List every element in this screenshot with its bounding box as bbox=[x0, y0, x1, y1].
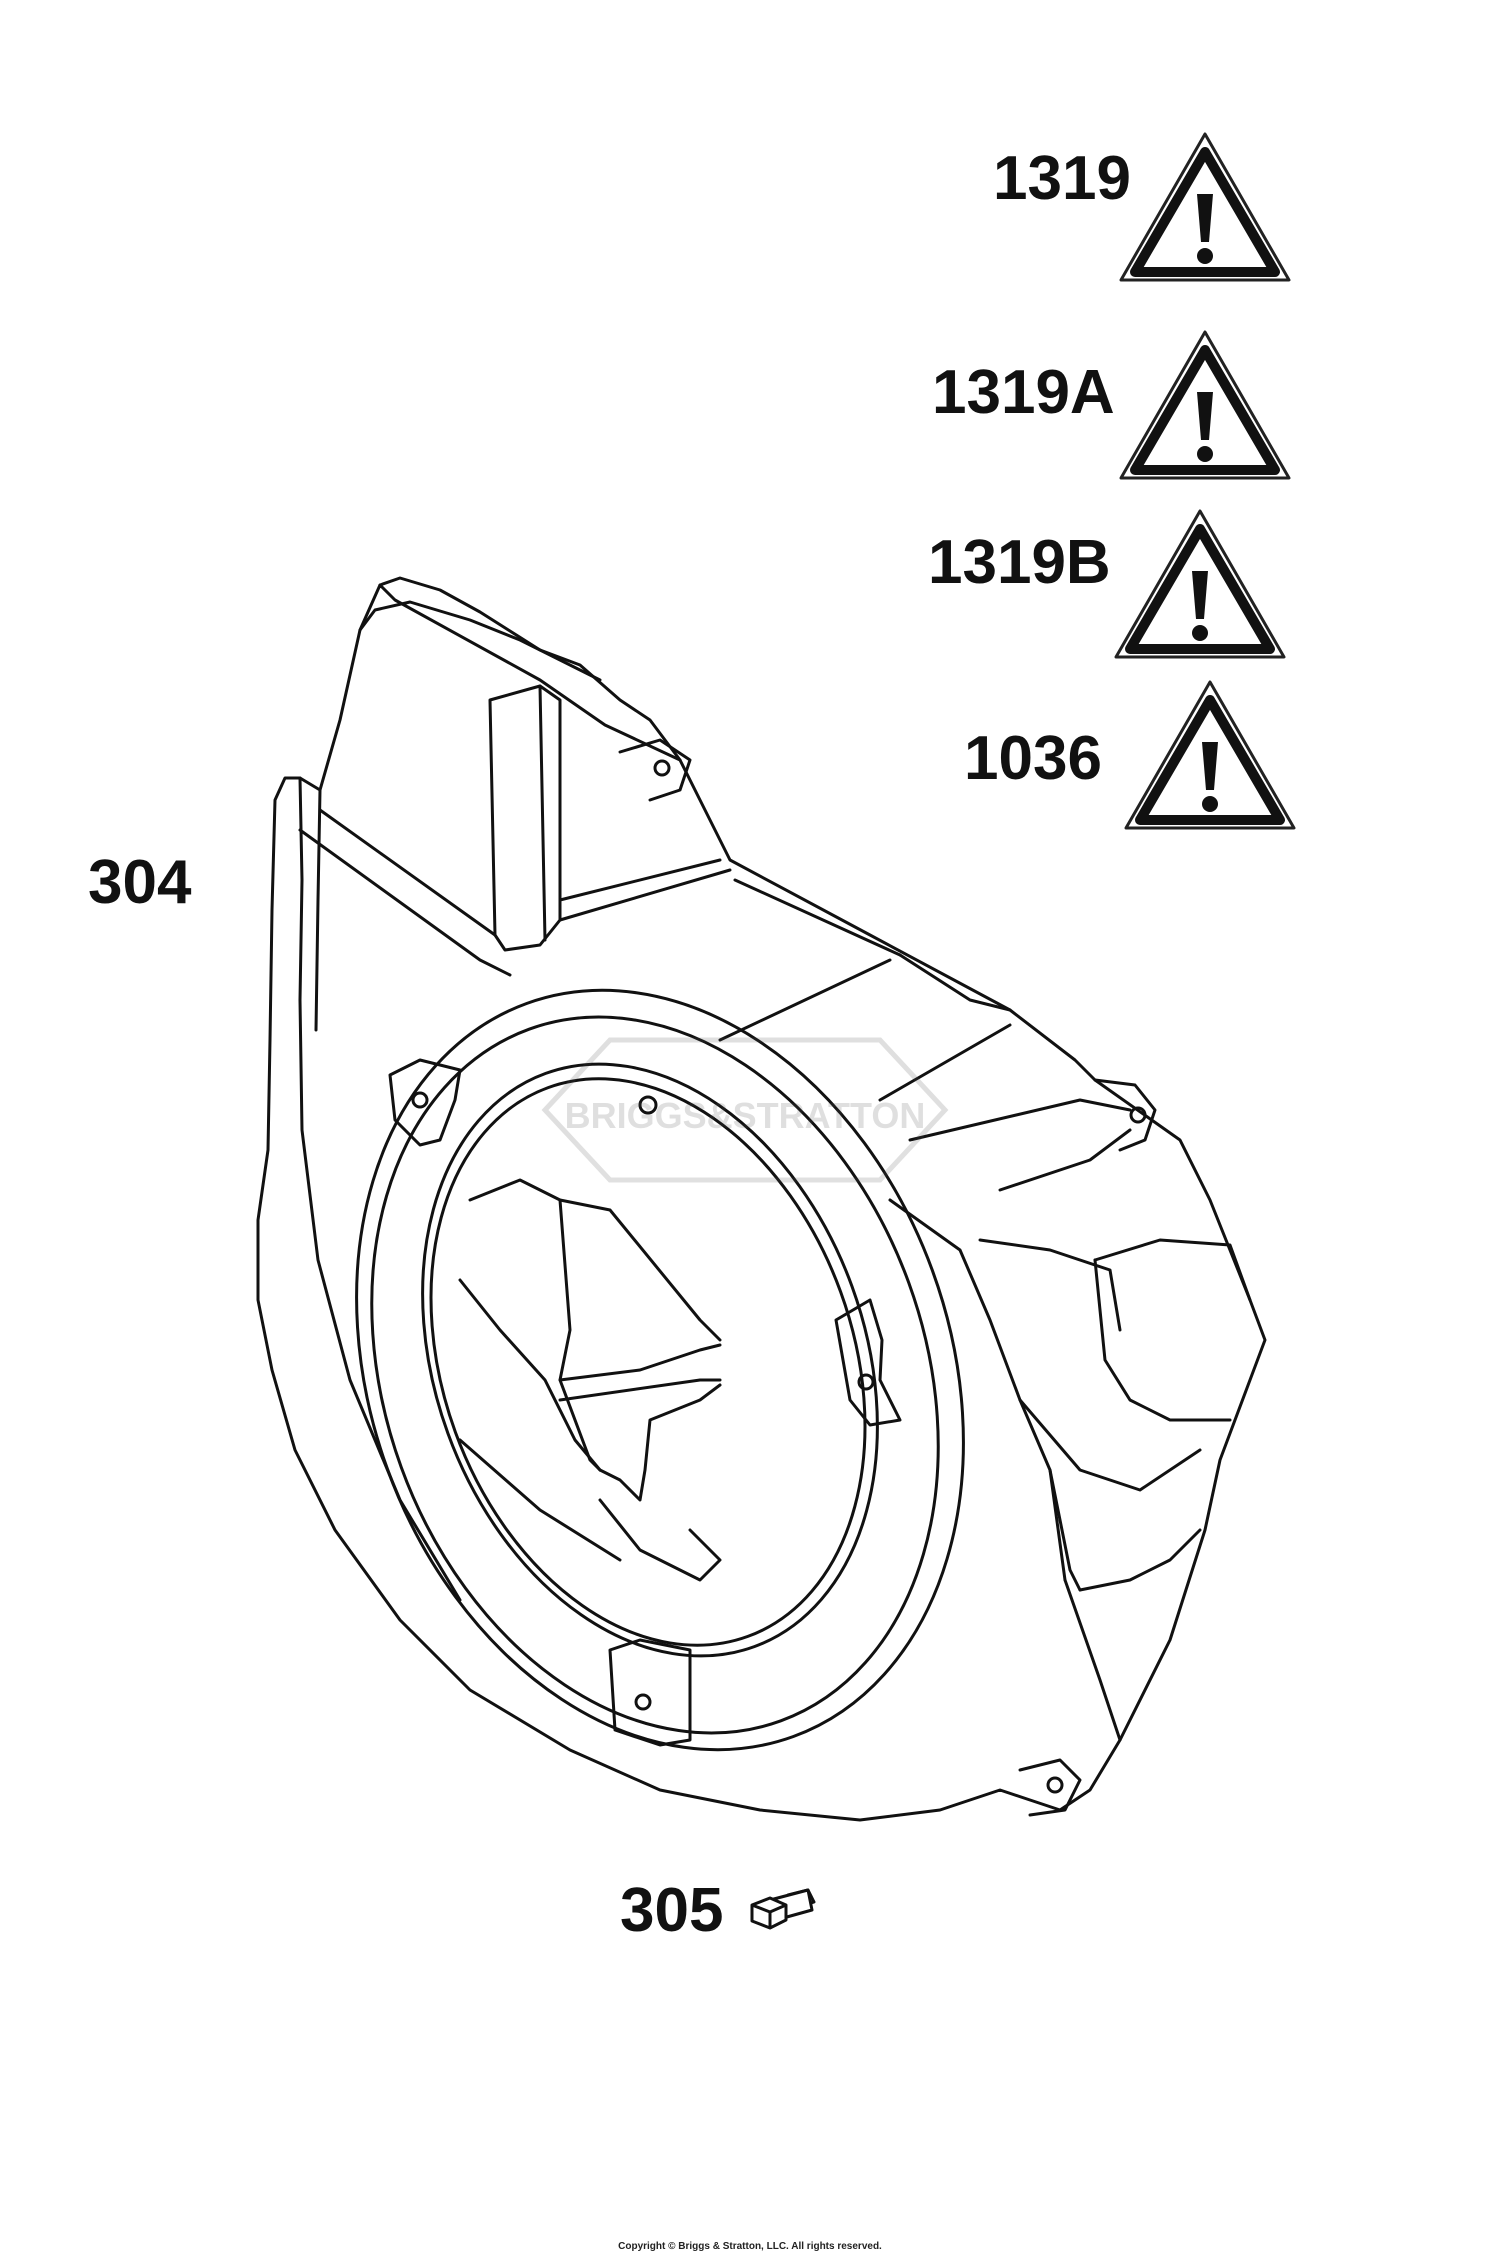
callout-1319a: 1319A bbox=[932, 358, 1115, 427]
hex-bolt bbox=[750, 1888, 816, 1930]
callout-1319b: 1319B bbox=[928, 528, 1111, 597]
callout-1036: 1036 bbox=[964, 724, 1102, 793]
warning-triangle-icon bbox=[1119, 330, 1291, 480]
callout-304: 304 bbox=[88, 848, 192, 917]
housing-outline bbox=[256, 583, 1267, 1822]
copyright-notice: Copyright © Briggs & Stratton, LLC. All … bbox=[618, 2241, 882, 2252]
callout-305: 305 bbox=[620, 1876, 724, 1945]
warning-triangle-icon bbox=[1124, 680, 1296, 830]
warning-triangle-icon bbox=[1114, 509, 1286, 659]
watermark-text: BRIGGS&STRATTON bbox=[565, 1095, 926, 1136]
callout-1319: 1319 bbox=[993, 144, 1131, 213]
warning-triangle-icon bbox=[1119, 132, 1291, 282]
